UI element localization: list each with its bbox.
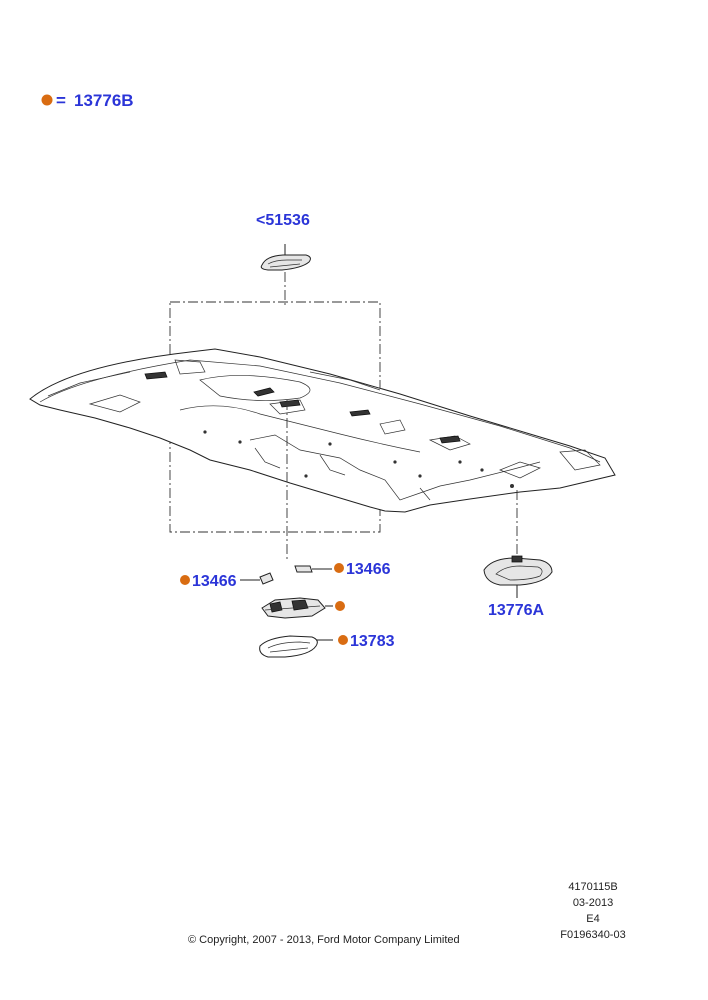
callout-bulb-left[interactable]: 13466 xyxy=(192,573,237,590)
drawing-info: 4170115B 03-2013 E4 F0196340-03 xyxy=(548,879,638,943)
roof-headliner-panel xyxy=(29,348,616,513)
copyright-notice: © Copyright, 2007 - 2013, Ford Motor Com… xyxy=(188,934,460,946)
marker-dot-housing xyxy=(335,601,345,611)
legend-part-number: 13776B xyxy=(74,91,134,110)
marker-dot-lens xyxy=(338,635,348,645)
legend-equals: = xyxy=(56,91,66,110)
legend: = 13776B xyxy=(41,91,134,110)
part-13776B-lamp-housing[interactable] xyxy=(261,597,333,619)
figure-id: F0196340-03 xyxy=(560,929,626,941)
marker-dot-bulb-right xyxy=(334,563,344,573)
part-13466-bulb-right[interactable] xyxy=(294,565,332,573)
callout-lamp-right[interactable]: 13776A xyxy=(488,602,544,619)
drawing-number: 4170115B xyxy=(568,881,618,893)
drawing-date: 03-2013 xyxy=(572,897,614,909)
part-13466-bulb-left[interactable] xyxy=(240,572,274,585)
drawing-code: E4 xyxy=(586,913,600,925)
part-13783-lens[interactable] xyxy=(259,635,333,658)
callout-lens[interactable]: 13783 xyxy=(350,633,395,650)
marker-dot-bulb-left xyxy=(180,575,190,585)
callout-bulb-right[interactable]: 13466 xyxy=(346,561,391,578)
callout-top-part[interactable]: <51536 xyxy=(256,212,310,229)
legend-marker-dot xyxy=(41,94,53,106)
part-51536-bezel[interactable] xyxy=(260,244,311,271)
part-13776A-lamp[interactable] xyxy=(483,555,553,598)
detail-box xyxy=(169,301,381,533)
